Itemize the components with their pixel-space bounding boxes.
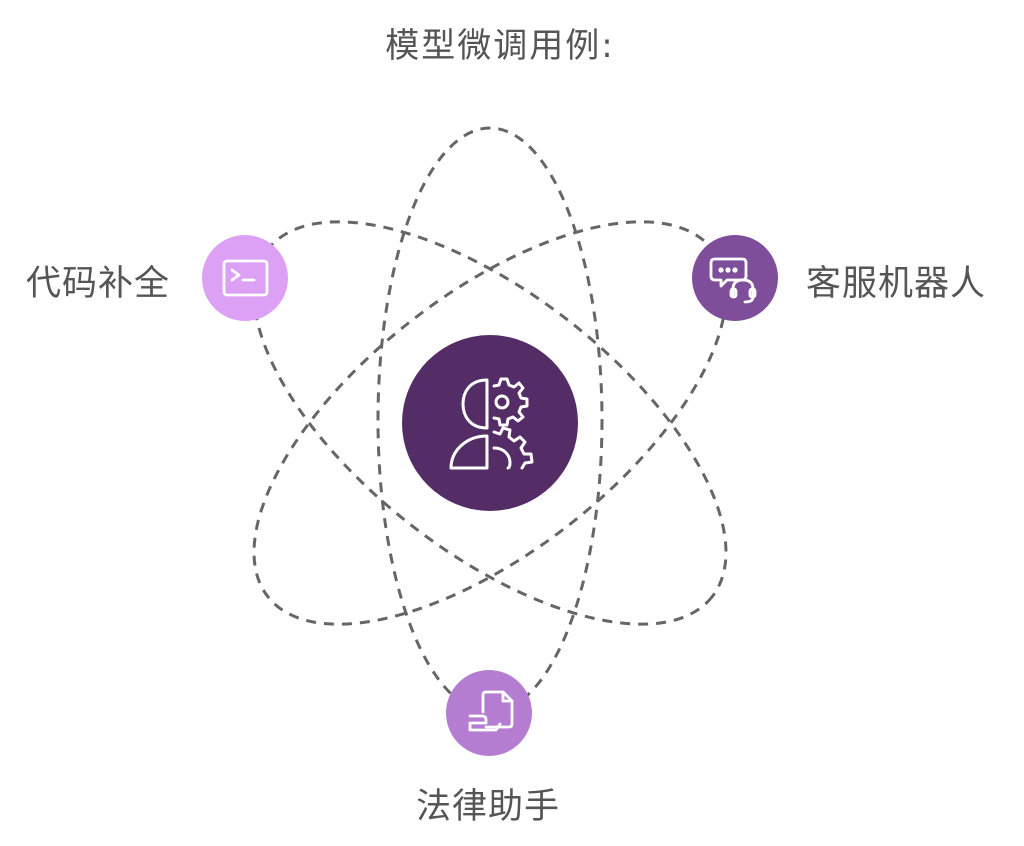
document-hand-icon bbox=[468, 690, 514, 732]
terminal-icon bbox=[222, 259, 269, 297]
node-customer-service-bot[interactable] bbox=[692, 235, 778, 321]
label-code-completion: 代码补全 bbox=[26, 264, 171, 304]
page-title: 模型微调用例: bbox=[385, 26, 615, 66]
label-legal-assistant: 法律助手 bbox=[416, 787, 561, 827]
chat-headset-icon bbox=[709, 257, 757, 304]
center-node bbox=[402, 335, 578, 511]
node-legal-assistant[interactable] bbox=[446, 670, 532, 756]
node-code-completion[interactable] bbox=[202, 235, 288, 321]
human-gear-icon bbox=[449, 377, 534, 470]
label-customer-service-bot: 客服机器人 bbox=[806, 264, 987, 304]
